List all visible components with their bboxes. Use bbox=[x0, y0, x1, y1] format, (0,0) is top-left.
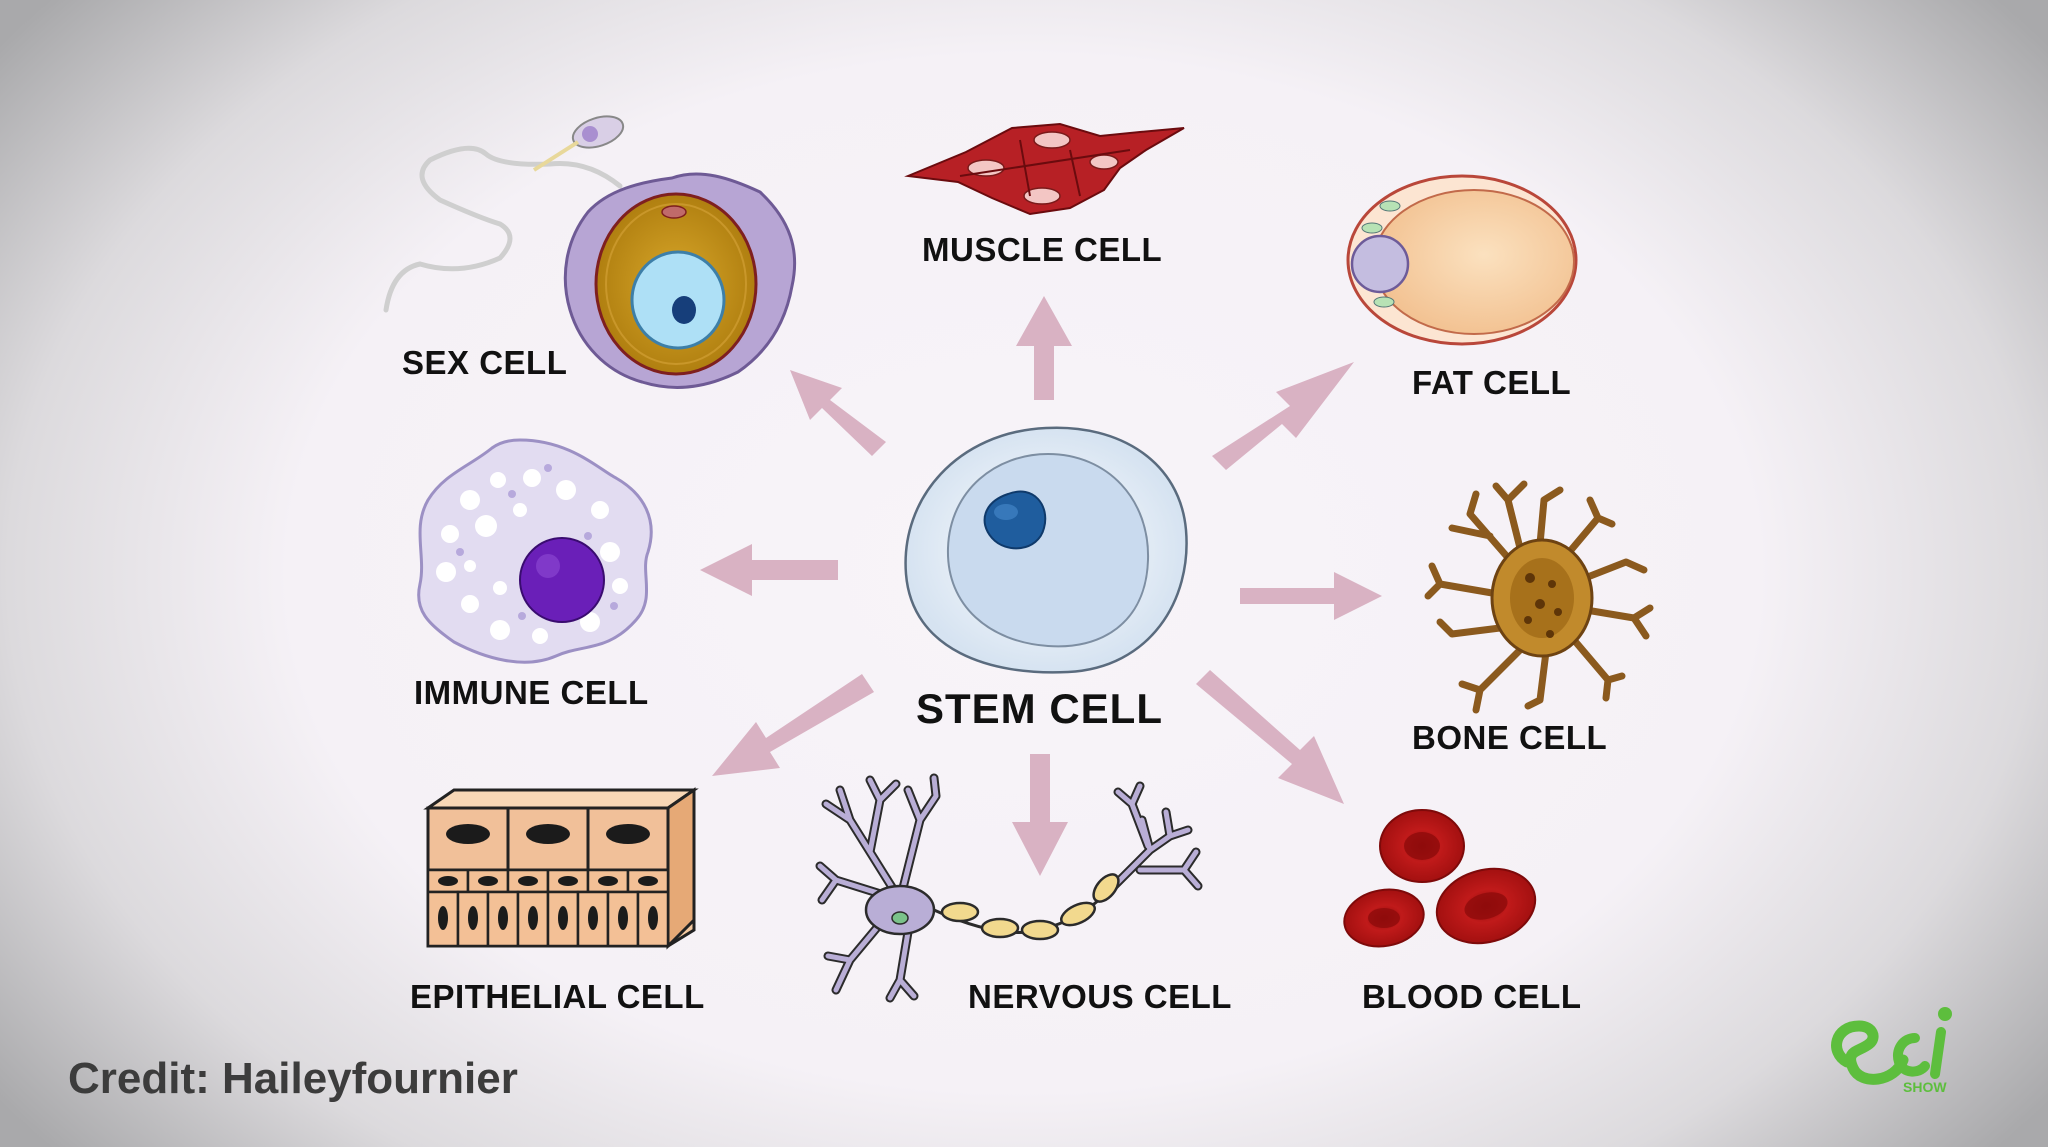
label-epithelial-cell: EPITHELIAL CELL bbox=[410, 978, 705, 1015]
credit-text: Credit: Haileyfournier bbox=[68, 1054, 518, 1103]
label-blood-cell: BLOOD CELL bbox=[1362, 978, 1582, 1015]
label-nervous-cell: NERVOUS CELL bbox=[968, 978, 1232, 1015]
fat-cell-illustration bbox=[1346, 174, 1578, 346]
blood-cell-illustration bbox=[1343, 809, 1537, 948]
arrow-to-sex bbox=[790, 370, 886, 456]
label-immune-cell: IMMUNE CELL bbox=[414, 674, 649, 711]
label-stem-cell: STEM CELL bbox=[916, 685, 1163, 732]
epithelial-cell-illustration bbox=[423, 787, 699, 950]
bone-cell-body bbox=[1490, 538, 1594, 658]
arrow-to-muscle bbox=[1016, 296, 1072, 400]
scishow-logo-icon: SHOW bbox=[1831, 1007, 1952, 1095]
bone-cell-illustration bbox=[1424, 480, 1654, 714]
label-fat-cell: FAT CELL bbox=[1412, 364, 1572, 401]
arrow-to-immune bbox=[700, 544, 838, 596]
muscle-cell-illustration bbox=[904, 122, 1185, 216]
nervous-cell-illustration bbox=[815, 773, 1203, 1003]
arrow-to-blood bbox=[1196, 670, 1344, 804]
sex-cell-illustration bbox=[383, 115, 797, 389]
stem-cell-illustration bbox=[904, 426, 1188, 674]
immune-cell-illustration bbox=[417, 438, 653, 664]
logo-show-text: SHOW bbox=[1903, 1079, 1947, 1095]
label-muscle-cell: MUSCLE CELL bbox=[922, 231, 1163, 268]
label-bone-cell: BONE CELL bbox=[1412, 719, 1608, 756]
arrow-to-bone bbox=[1240, 572, 1382, 620]
arrow-to-epithelial bbox=[712, 674, 874, 776]
arrow-to-nervous bbox=[1012, 754, 1068, 876]
arrow-to-fat bbox=[1212, 362, 1354, 470]
label-sex-cell: SEX CELL bbox=[402, 344, 568, 381]
